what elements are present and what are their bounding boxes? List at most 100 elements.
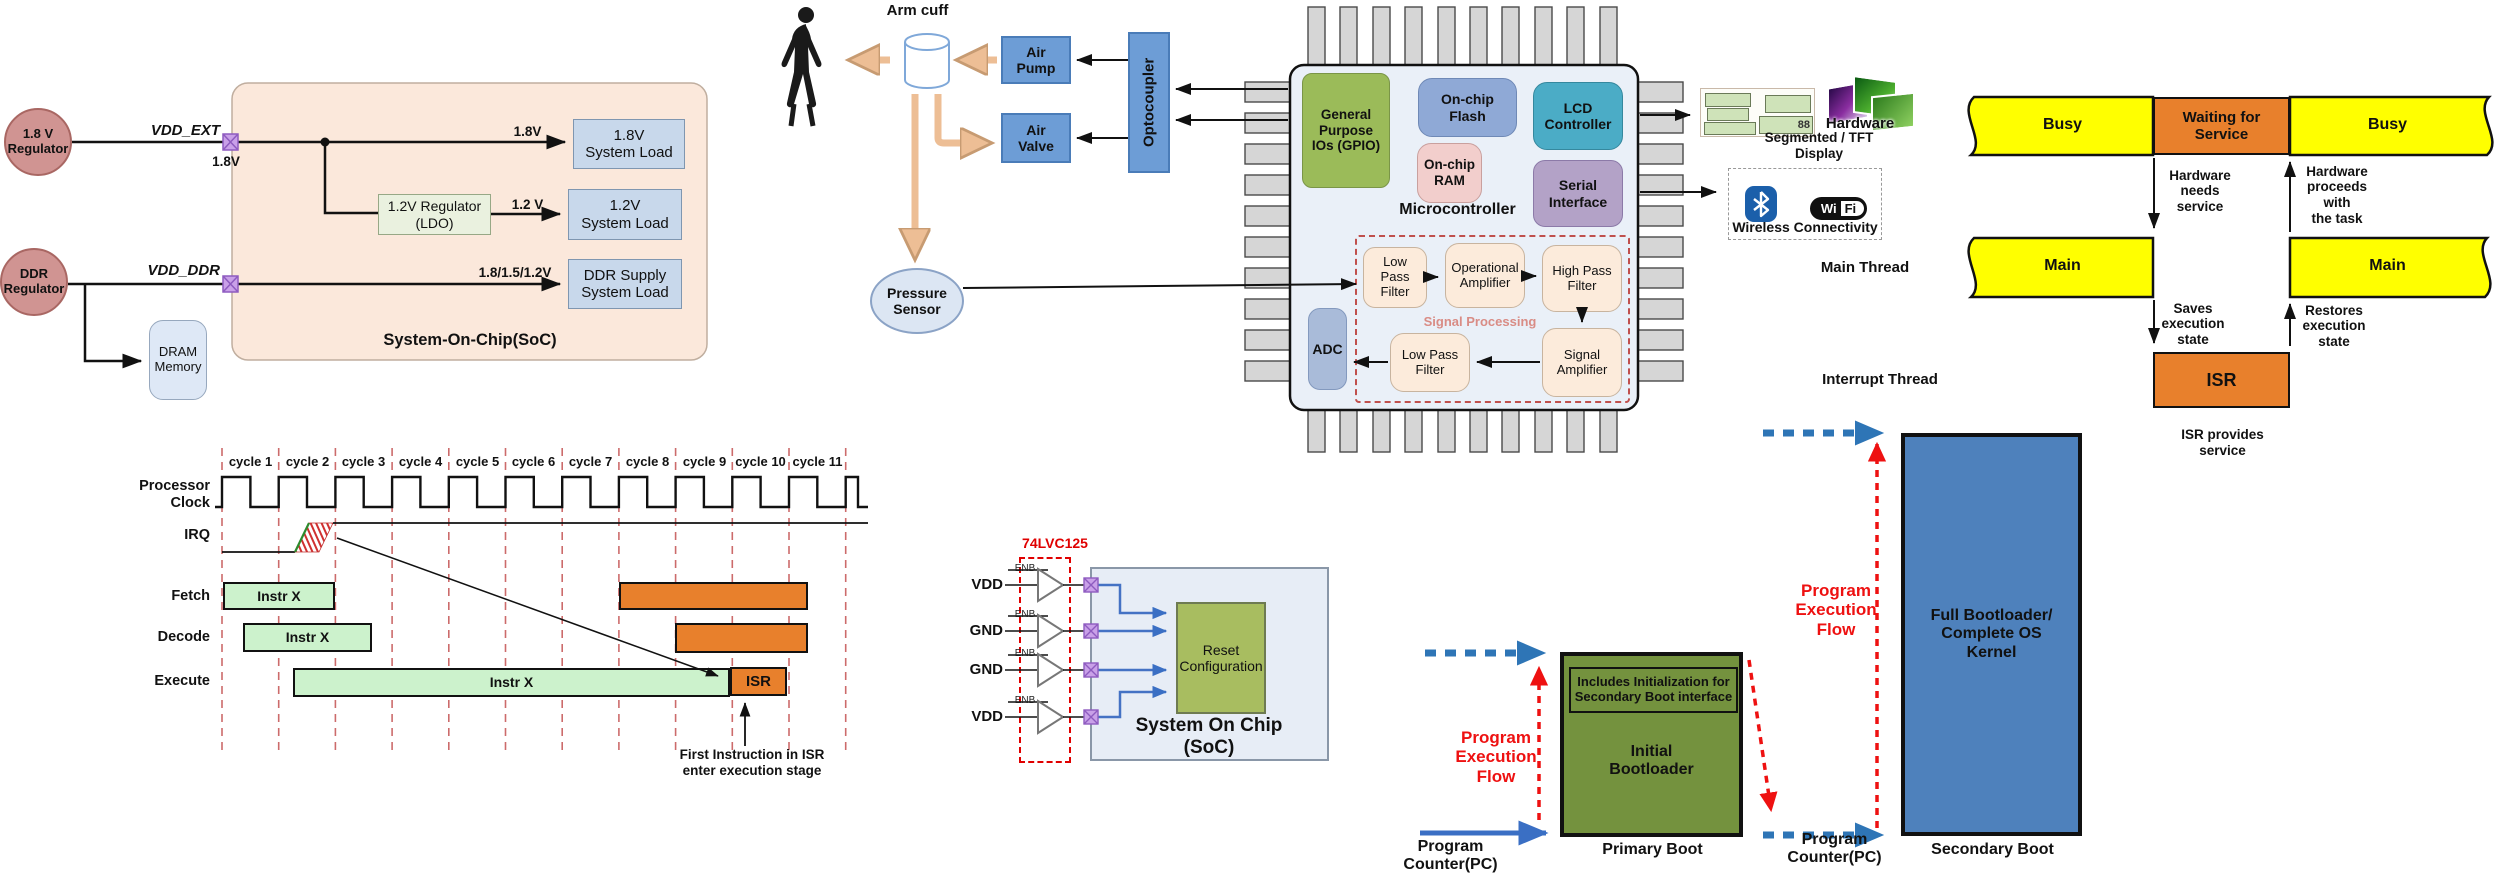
main-right-label: Main <box>2369 257 2406 275</box>
segmented-tft-label: Segmented / TFT Display <box>1764 130 1874 161</box>
hw-proceeds: Hardware proceeds with the task <box>2306 163 2368 226</box>
fetch-isr-bar <box>619 582 808 610</box>
cycle-label: cycle 9 <box>682 454 727 470</box>
cycle-label: cycle 10 <box>735 454 786 470</box>
load-1v8: 1.8V System Load <box>573 119 685 169</box>
busy-right-label: Busy <box>2367 116 2408 134</box>
mcu-lpf2: Low Pass Filter <box>1390 333 1470 392</box>
pressure-sensor: Pressure Sensor <box>870 268 964 334</box>
execute-instr-x: Instr X <box>293 668 730 697</box>
full-bootloader: Full Bootloader/ Complete OS Kernel <box>1901 433 2082 836</box>
segmented-digits: 88 <box>1759 116 1813 134</box>
restores-state: Restores execution state <box>2302 302 2366 349</box>
fetch-instr-x: Instr X <box>223 582 335 610</box>
enb-label: ENB <box>1014 608 1036 620</box>
dram-memory: DRAM Memory <box>149 320 207 400</box>
wifi-icon: Wi Fi <box>1810 197 1867 220</box>
thread-bands <box>1967 95 2494 299</box>
wireless-connectivity-box <box>1728 168 1882 240</box>
isr-box: ISR <box>2153 352 2290 408</box>
timing-caption: First Instruction in ISR enter execution… <box>679 747 825 778</box>
includes-init-box: Includes Initialization for Secondary Bo… <box>1569 667 1738 713</box>
pef-label-2: Program Execution Flow <box>1795 580 1877 639</box>
cycle-label: cycle 7 <box>568 454 613 470</box>
enb-label: ENB <box>1014 562 1036 574</box>
optocoupler: Optocoupler <box>1128 32 1170 173</box>
arrow-label-ddr: 1.8/1.5/1.2V <box>478 265 552 281</box>
wireless-label: Wireless Connectivity <box>1732 219 1878 236</box>
mcu-signal-amplifier: Signal Amplifier <box>1542 328 1622 397</box>
air-pump: Air Pump <box>1001 36 1071 84</box>
primary-boot-label: Primary Boot <box>1602 840 1703 858</box>
program-counter-1: Program Counter(PC) <box>1403 837 1498 873</box>
decode-isr-bar <box>675 623 808 653</box>
execute-isr-box: ISR <box>730 667 787 696</box>
isr-provides-service: ISR provides service <box>2181 427 2264 458</box>
hw-needs-service: Hardware needs service <box>2169 167 2231 214</box>
mcu-opamp: Operational Amplifier <box>1445 243 1525 308</box>
mcu-hpf: High Pass Filter <box>1542 245 1622 312</box>
mcu-gpio: General Purpose IOs (GPIO) <box>1302 73 1390 188</box>
mcu-ram: On-chip RAM <box>1417 143 1482 203</box>
lvc-vdd1: VDD <box>971 576 1003 594</box>
lvc-soc-label: System On Chip (SoC) <box>1135 715 1283 758</box>
interrupt-thread-label: Interrupt Thread <box>1822 371 1938 389</box>
bluetooth-icon <box>1745 186 1777 222</box>
mcu-adc: ADC <box>1308 308 1347 390</box>
cycle-label: cycle 8 <box>625 454 670 470</box>
wifi-wi: Wi <box>1820 200 1837 216</box>
lvc-gnd1: GND <box>969 622 1003 640</box>
row-label-execute: Execute <box>154 672 210 689</box>
row-label-decode: Decode <box>157 628 210 645</box>
saves-state: Saves execution state <box>2161 300 2225 347</box>
mcu-flash: On-chip Flash <box>1418 78 1517 137</box>
soc-title: System-On-Chip(SoC) <box>383 331 557 350</box>
hardware-label: Hardware <box>1825 114 1895 132</box>
cycle-gridlines <box>221 448 847 753</box>
v18-under-label: 1.8V <box>212 153 240 169</box>
main-left-label: Main <box>2044 257 2081 275</box>
row-label-fetch: Fetch <box>171 587 210 604</box>
regulator-ddr: DDR Regulator <box>0 248 68 316</box>
mcu-lpf1: Low Pass Filter <box>1363 247 1427 308</box>
arm-cuff-label: Arm cuff <box>886 2 949 20</box>
secondary-boot-label: Secondary Boot <box>1931 840 2054 858</box>
cycle-label: cycle 11 <box>792 454 843 470</box>
pef-label-1: Program Execution Flow <box>1455 727 1537 786</box>
initial-bootloader: Includes Initialization for Secondary Bo… <box>1560 652 1743 837</box>
reset-configuration: Reset Configuration <box>1176 602 1266 714</box>
mcu-lcd-controller: LCD Controller <box>1533 82 1623 150</box>
mcu-serial: Serial Interface <box>1533 160 1623 227</box>
cycle-label: cycle 4 <box>398 454 443 470</box>
mcu-title: Microcontroller <box>1399 200 1516 218</box>
cycle-label: cycle 2 <box>285 454 330 470</box>
row-label-clock: Processor Clock <box>139 478 210 511</box>
mcu-pins <box>1244 6 1684 453</box>
arrow-label-1v2: 1.2 V <box>511 197 544 213</box>
program-counter-2: Program Counter(PC) <box>1787 830 1882 866</box>
cycle-label: cycle 1 <box>228 454 273 470</box>
cycle-label: cycle 5 <box>455 454 500 470</box>
signal-processing-label: Signal Processing <box>1423 313 1537 329</box>
lvc-title: 74LVC125 <box>1022 534 1088 551</box>
cycle-label: cycle 3 <box>341 454 386 470</box>
lvc-gnd2: GND <box>969 661 1003 679</box>
lvc-dashed-box <box>1019 557 1071 763</box>
enb-label: ENB <box>1014 694 1036 706</box>
initial-bootloader-label: Initial Bootloader <box>1609 742 1694 778</box>
load-1v2: 1.2V System Load <box>568 189 682 240</box>
segmented-display-icon: 88 <box>1700 88 1815 137</box>
enb-label: ENB <box>1014 647 1036 659</box>
lvc-vdd2: VDD <box>971 708 1003 726</box>
waiting-for-service: Waiting for Service <box>2153 97 2290 155</box>
regulator-1v8: 1.8 V Regulator <box>4 108 72 176</box>
vdd-ddr-label: VDD_DDR <box>147 262 220 280</box>
signal-processing-region <box>1355 235 1630 403</box>
decode-instr-x: Instr X <box>243 623 372 652</box>
load-ddr: DDR Supply System Load <box>568 259 682 309</box>
main-thread-label: Main Thread <box>1820 259 1910 277</box>
vdd-ext-label: VDD_EXT <box>150 122 220 140</box>
cycle-label: cycle 6 <box>511 454 556 470</box>
row-label-irq: IRQ <box>184 526 210 543</box>
